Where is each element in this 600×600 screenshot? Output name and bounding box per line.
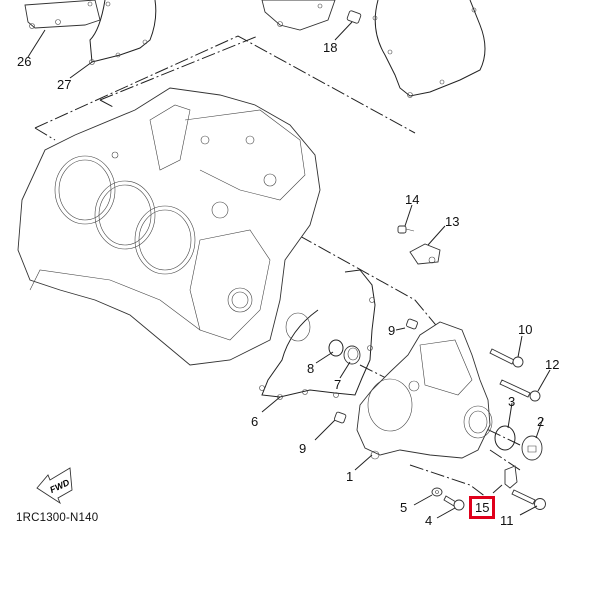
callout-27[interactable]: 27 <box>57 77 72 92</box>
callout-8[interactable]: 8 <box>307 361 315 376</box>
clamp-15 <box>504 465 518 489</box>
callout-9-top[interactable]: 9 <box>388 323 396 338</box>
callout-1[interactable]: 1 <box>346 469 354 484</box>
fwd-arrow-icon <box>36 467 73 505</box>
crankcase <box>17 87 321 366</box>
bolt-10 <box>489 348 524 368</box>
oil-seal-7 <box>343 345 361 365</box>
bolt-4 <box>443 495 465 511</box>
callout-11[interactable]: 11 <box>500 513 514 528</box>
callout-14[interactable]: 14 <box>405 192 420 207</box>
callout-3[interactable]: 3 <box>508 394 516 409</box>
plug-2 <box>521 435 543 461</box>
crankcase-cover-1 <box>356 321 493 460</box>
callout-10[interactable]: 10 <box>518 322 533 337</box>
callout-18[interactable]: 18 <box>323 40 338 55</box>
gasket-6 <box>259 269 376 400</box>
dowel-9-lower <box>334 411 347 424</box>
dowel-9-top <box>406 318 418 330</box>
drawing-code: 1RC1300-N140 <box>16 512 99 524</box>
gasket-top-right <box>372 0 486 98</box>
washer-5 <box>431 487 443 497</box>
bolt-12 <box>499 379 541 402</box>
sensor-13 <box>409 243 441 265</box>
oring-8 <box>328 339 344 357</box>
callout-4[interactable]: 4 <box>425 513 433 528</box>
callout-9-lower[interactable]: 9 <box>299 441 307 456</box>
callout-12[interactable]: 12 <box>545 357 560 372</box>
callout-26[interactable]: 26 <box>17 54 32 69</box>
bolt-11 <box>511 489 546 510</box>
dowel-18 <box>346 10 362 24</box>
callout-15-highlighted[interactable]: 15 <box>469 496 496 519</box>
cover-top-center <box>261 0 336 31</box>
callout-7[interactable]: 7 <box>334 377 342 392</box>
oring-3 <box>494 425 516 451</box>
gasket-27 <box>89 0 157 65</box>
bolt-14 <box>397 225 415 234</box>
callout-5[interactable]: 5 <box>400 500 408 515</box>
callout-6[interactable]: 6 <box>251 414 259 429</box>
callout-2[interactable]: 2 <box>537 414 545 429</box>
callout-13[interactable]: 13 <box>445 214 460 229</box>
cover-26 <box>24 0 101 29</box>
